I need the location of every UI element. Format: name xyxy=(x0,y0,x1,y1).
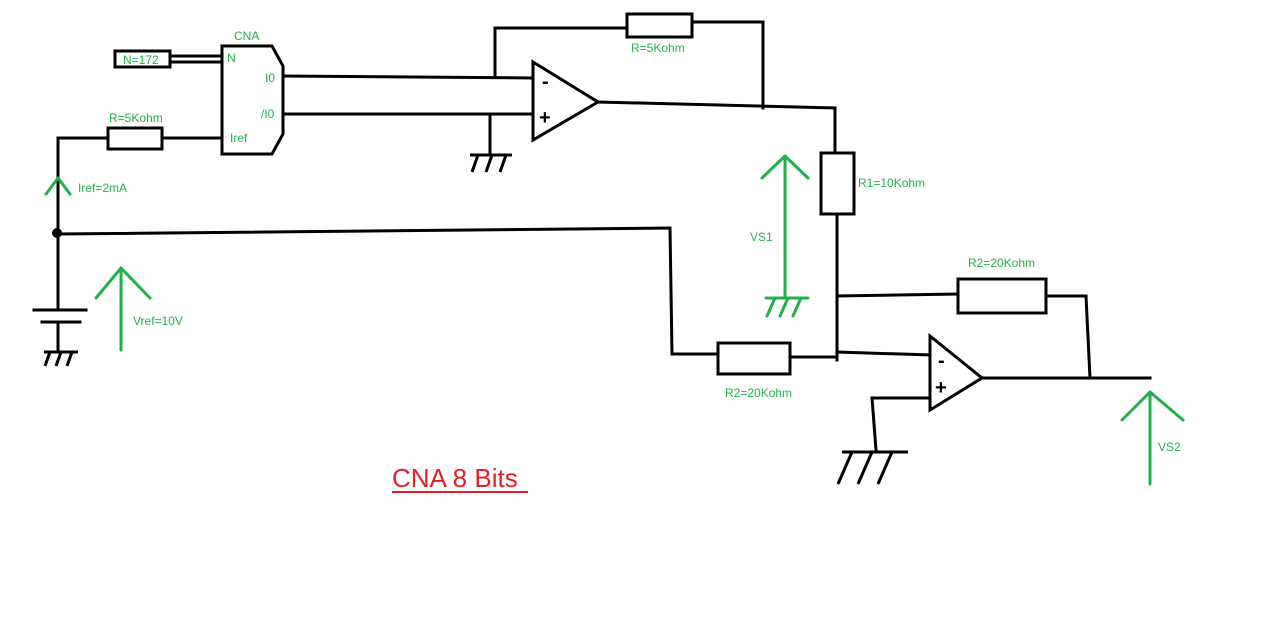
opamp2-plus: + xyxy=(935,377,947,399)
resistor-iref xyxy=(106,126,164,151)
resistor-feedback-label: R=5Kohm xyxy=(631,41,685,55)
pin-iref-label: Iref xyxy=(230,131,248,145)
ground-symbol-vref xyxy=(43,350,78,367)
battery-vref xyxy=(32,308,88,324)
opamp-2 xyxy=(928,332,985,413)
resistor-feedback xyxy=(625,12,694,39)
ground-symbol-opamp1 xyxy=(470,153,512,173)
opamp2-minus: - xyxy=(938,350,945,372)
n-input-box xyxy=(113,49,172,69)
vs2-label: VS2 xyxy=(1158,440,1181,454)
vref-label: Vref=10V xyxy=(133,314,183,328)
resistor-r1-label: R1=10Kohm xyxy=(858,176,925,190)
junction-dot xyxy=(52,228,62,238)
arrow-vref xyxy=(94,266,152,352)
cna-label: CNA xyxy=(234,29,259,43)
ground-symbol-opamp2 xyxy=(836,450,908,485)
iref-label: Iref=2mA xyxy=(78,181,127,195)
resistor-r2-bottom-label: R2=20Kohm xyxy=(725,386,792,400)
cna-block xyxy=(220,44,285,156)
arrow-vs1 xyxy=(760,154,810,298)
diagram-title: CNA 8 Bits xyxy=(392,463,518,493)
wires xyxy=(56,20,1152,452)
opamp1-plus: + xyxy=(539,107,551,129)
n-value-label: N=172 xyxy=(123,53,159,67)
vs1-label: VS1 xyxy=(750,230,773,244)
resistor-r2-top xyxy=(956,277,1048,315)
arrow-vs2 xyxy=(1120,390,1185,486)
pin-not-i0-label: /I0 xyxy=(261,107,275,121)
opamp1-minus: - xyxy=(542,71,549,93)
ground-symbol-vs1 xyxy=(764,296,810,318)
resistor-r1 xyxy=(819,151,856,216)
opamp-1 xyxy=(531,59,601,143)
resistor-r2-top-label: R2=20Kohm xyxy=(968,256,1035,270)
pin-n-label: N xyxy=(227,51,236,65)
arrow-iref xyxy=(44,176,72,196)
resistor-iref-label: R=5Kohm xyxy=(109,111,163,125)
pin-i0-label: I0 xyxy=(265,71,275,85)
resistor-r2-bottom xyxy=(716,341,792,376)
